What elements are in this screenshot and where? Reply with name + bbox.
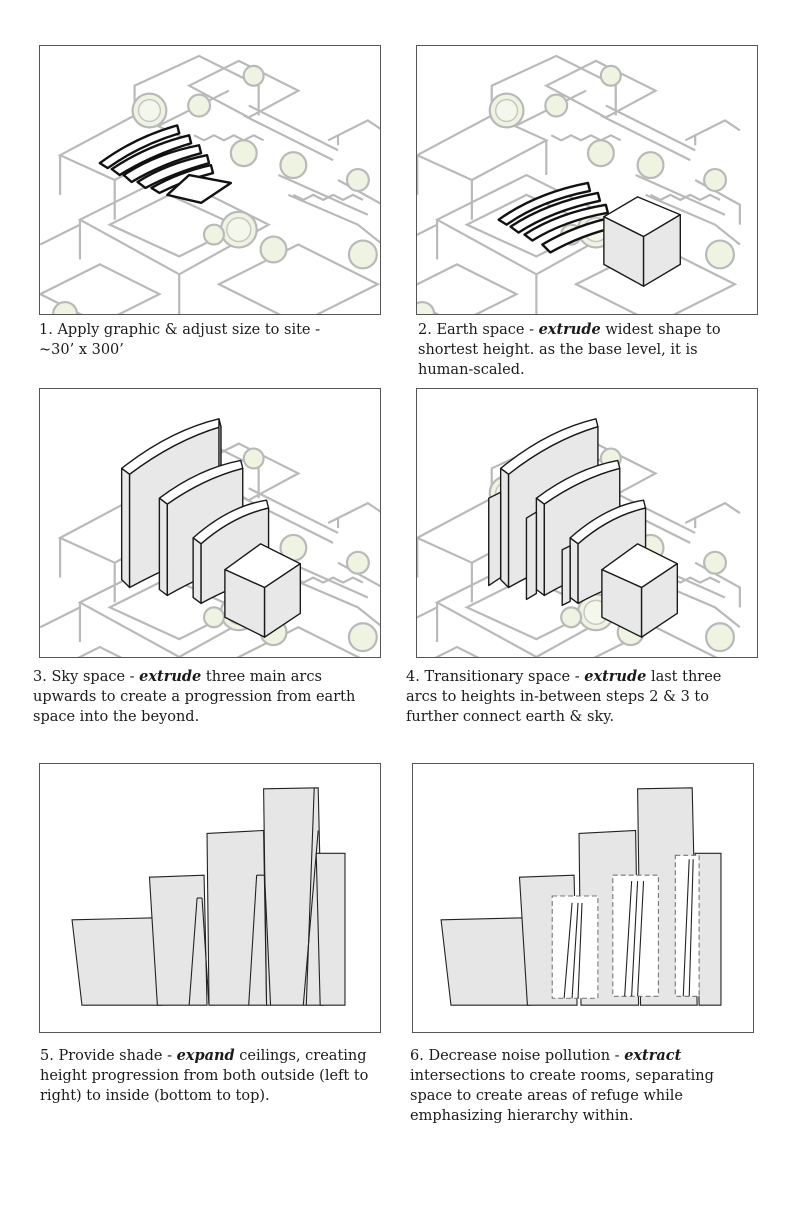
step-5-elevation: [40, 764, 380, 1032]
step-6-elevation: [413, 764, 753, 1032]
step-label: Provide shade -: [58, 1048, 172, 1064]
step-5-diagram: [39, 763, 381, 1033]
sky-space-volumes: [122, 419, 301, 637]
step-6-caption: 6. Decrease noise pollution - extract in…: [410, 1046, 755, 1126]
step-number: 6.: [410, 1048, 424, 1064]
step-verb: extract: [624, 1047, 681, 1064]
step-verb: expand: [177, 1047, 235, 1064]
step-dimensions: ~30’ x 300’: [39, 342, 124, 358]
step-label: Sky space -: [51, 669, 134, 685]
step-4-diagram: [416, 388, 758, 658]
step-4-caption: 4. Transitionary space - extrude last th…: [406, 667, 746, 727]
step-5-caption: 5. Provide shade - expand ceilings, crea…: [40, 1046, 380, 1106]
step-label: Decrease noise pollution -: [428, 1048, 619, 1064]
step-1-site-plan: [40, 46, 380, 314]
step-number: 3.: [33, 669, 47, 685]
step-label: Transitionary space -: [424, 669, 579, 685]
step-3-caption: 3. Sky space - extrude three main arcs u…: [33, 667, 363, 727]
step-1-caption: 1. Apply graphic & adjust size to site -…: [39, 320, 384, 360]
step-3-diagram: [39, 388, 381, 658]
step-4-site-plan: [417, 389, 757, 657]
step-label: Earth space -: [436, 322, 534, 338]
step-verb: extrude: [539, 321, 601, 338]
step-text: Apply graphic & adjust size to site -: [57, 322, 320, 338]
step-2-caption: 2. Earth space - extrude widest shape to…: [418, 320, 738, 380]
step-number: 4.: [406, 669, 420, 685]
step-3-site-plan: [40, 389, 380, 657]
step-number: 2.: [418, 322, 432, 338]
step-text: intersections to create rooms, separatin…: [410, 1068, 714, 1124]
step-verb: extrude: [584, 668, 646, 685]
step-2-site-plan: [417, 46, 757, 314]
step-number: 1.: [39, 322, 53, 338]
step-verb: extrude: [139, 668, 201, 685]
step-number: 5.: [40, 1048, 54, 1064]
step-1-diagram: [39, 45, 381, 315]
step-6-diagram: [412, 763, 754, 1033]
step-2-diagram: [416, 45, 758, 315]
